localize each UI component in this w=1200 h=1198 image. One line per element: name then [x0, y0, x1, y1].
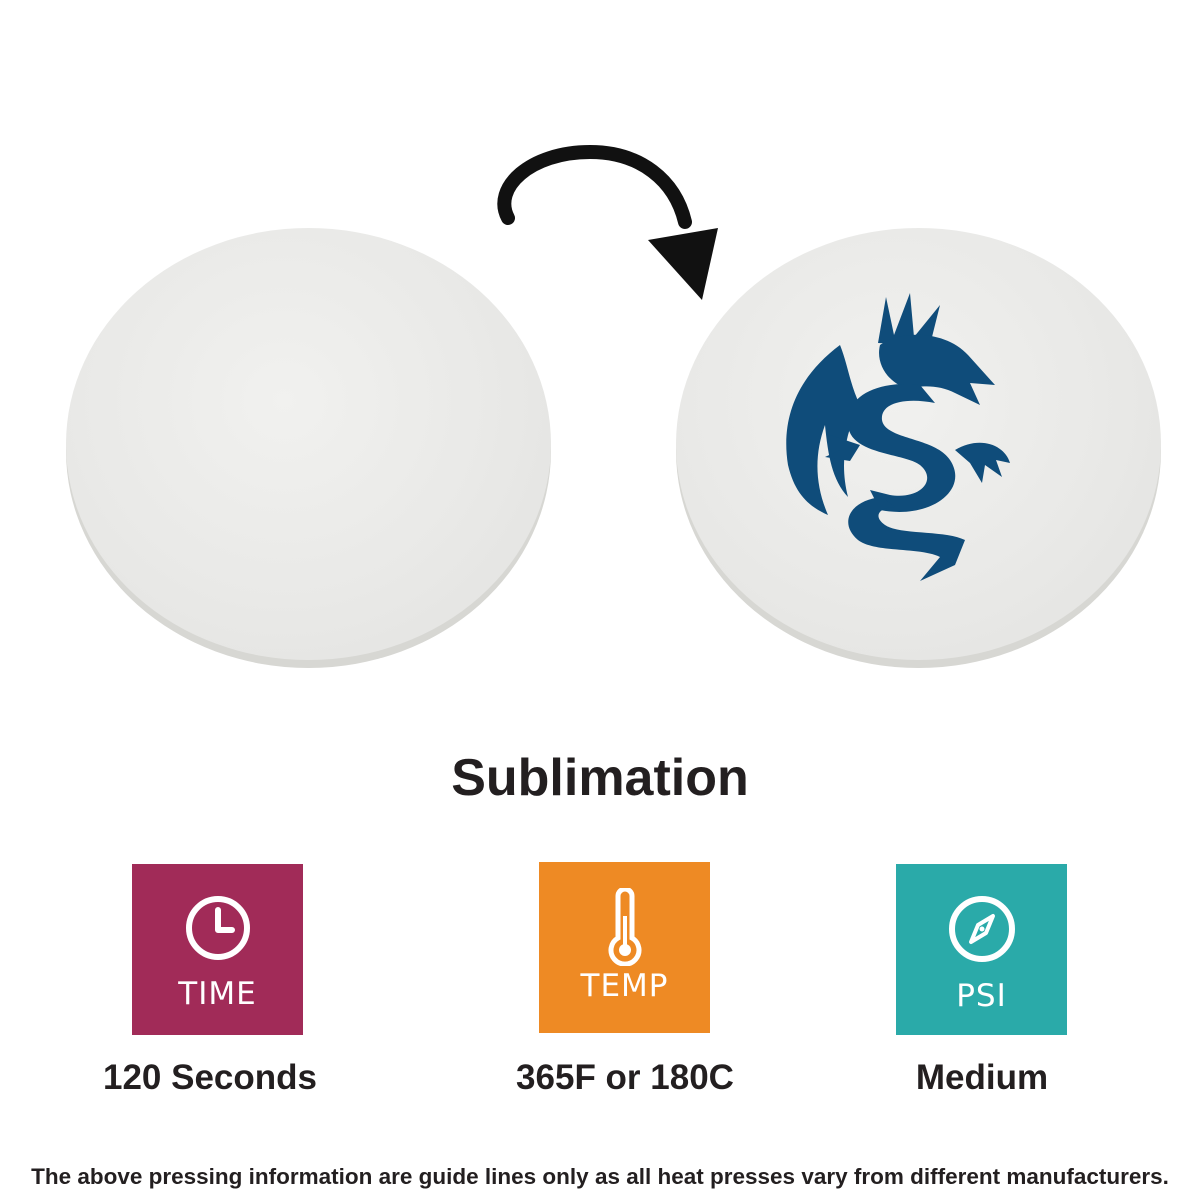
- temp-label: TEMP: [580, 968, 669, 1004]
- psi-value: Medium: [915, 1058, 1049, 1097]
- thermometer-icon: [608, 888, 641, 966]
- dragon-design-icon: [786, 293, 1010, 581]
- blank-coaster: [66, 228, 551, 668]
- page-title: Sublimation: [451, 749, 749, 807]
- time-tile: TIME: [132, 864, 303, 1035]
- curved-arrow-icon: [497, 144, 718, 300]
- footnote: The above pressing information are guide…: [31, 1164, 1169, 1189]
- clock-icon: [185, 896, 250, 960]
- time-value: 120 Seconds: [103, 1058, 317, 1097]
- temp-value: 365F or 180C: [516, 1058, 734, 1097]
- time-label: TIME: [178, 976, 257, 1012]
- compass-icon: [948, 896, 1015, 962]
- temp-tile: TEMP: [539, 862, 710, 1033]
- psi-label: PSI: [956, 978, 1007, 1014]
- psi-tile: PSI: [896, 864, 1067, 1035]
